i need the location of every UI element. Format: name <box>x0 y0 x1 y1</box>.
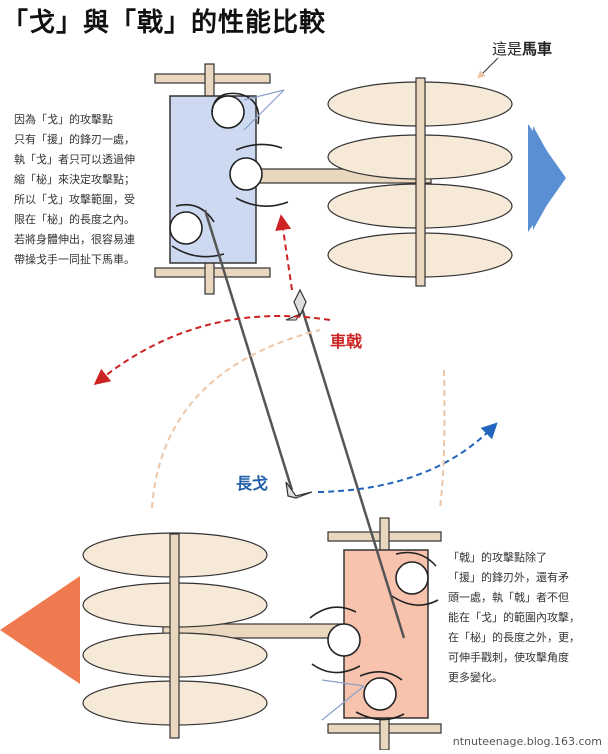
light-arc <box>151 329 321 509</box>
warrior-body <box>309 606 361 674</box>
ge-label: 長戈 <box>236 474 269 493</box>
ji-label: 車戟 <box>330 332 363 351</box>
bow-line <box>243 89 285 101</box>
warrior-body <box>355 671 405 721</box>
caption-prefix: 這是 <box>492 40 523 58</box>
ge-shaft <box>203 209 294 491</box>
warrior-body <box>235 143 289 207</box>
chariot-caption: 這是馬車 <box>492 38 552 59</box>
warrior-head <box>211 95 245 129</box>
bow-line <box>321 679 365 687</box>
warrior-head <box>169 211 203 245</box>
page-title: 「戈」與「戟」的性能比較 <box>2 8 327 38</box>
top-warriors <box>169 92 289 258</box>
ji-shaft <box>298 301 406 639</box>
ji-arc-up <box>275 214 293 291</box>
bow-line <box>321 685 365 721</box>
bottom-warriors <box>309 551 439 721</box>
warrior-body <box>211 92 260 125</box>
ge-description: 因為「戈」的攻擊點 只有「援」的鋒刃一處， 執「戈」者只可以透過伸 縮「柲」來決… <box>14 113 135 266</box>
caption-emphasis: 馬車 <box>522 40 553 58</box>
top-direction-arrow-shape <box>528 124 566 232</box>
attack-arcs <box>93 214 498 509</box>
ji-description: 「戟」的攻擊點除了 「援」的鋒刃外，還有矛 頭一處，執「戟」者不但 能在「戈」的… <box>448 551 580 684</box>
warrior-head <box>327 623 361 657</box>
watermark: ntnuteenage.blog.163.com <box>452 735 602 748</box>
warrior-head <box>395 561 429 595</box>
weapons <box>203 209 406 639</box>
top-chariot <box>154 63 566 295</box>
bottom-chariot <box>0 517 442 751</box>
warrior-head <box>363 677 397 711</box>
ji-arc <box>93 315 331 385</box>
warrior-body <box>391 551 439 606</box>
bottom-yoke <box>169 533 180 739</box>
top-yoke <box>415 77 426 287</box>
bottom-direction-arrow-shape <box>0 576 80 684</box>
light-arc-2 <box>439 369 446 509</box>
ge-arc <box>317 422 498 493</box>
ge-blade <box>285 481 313 499</box>
bow-line <box>243 89 285 131</box>
warrior-head <box>229 157 263 191</box>
caption-pointer <box>477 57 499 79</box>
